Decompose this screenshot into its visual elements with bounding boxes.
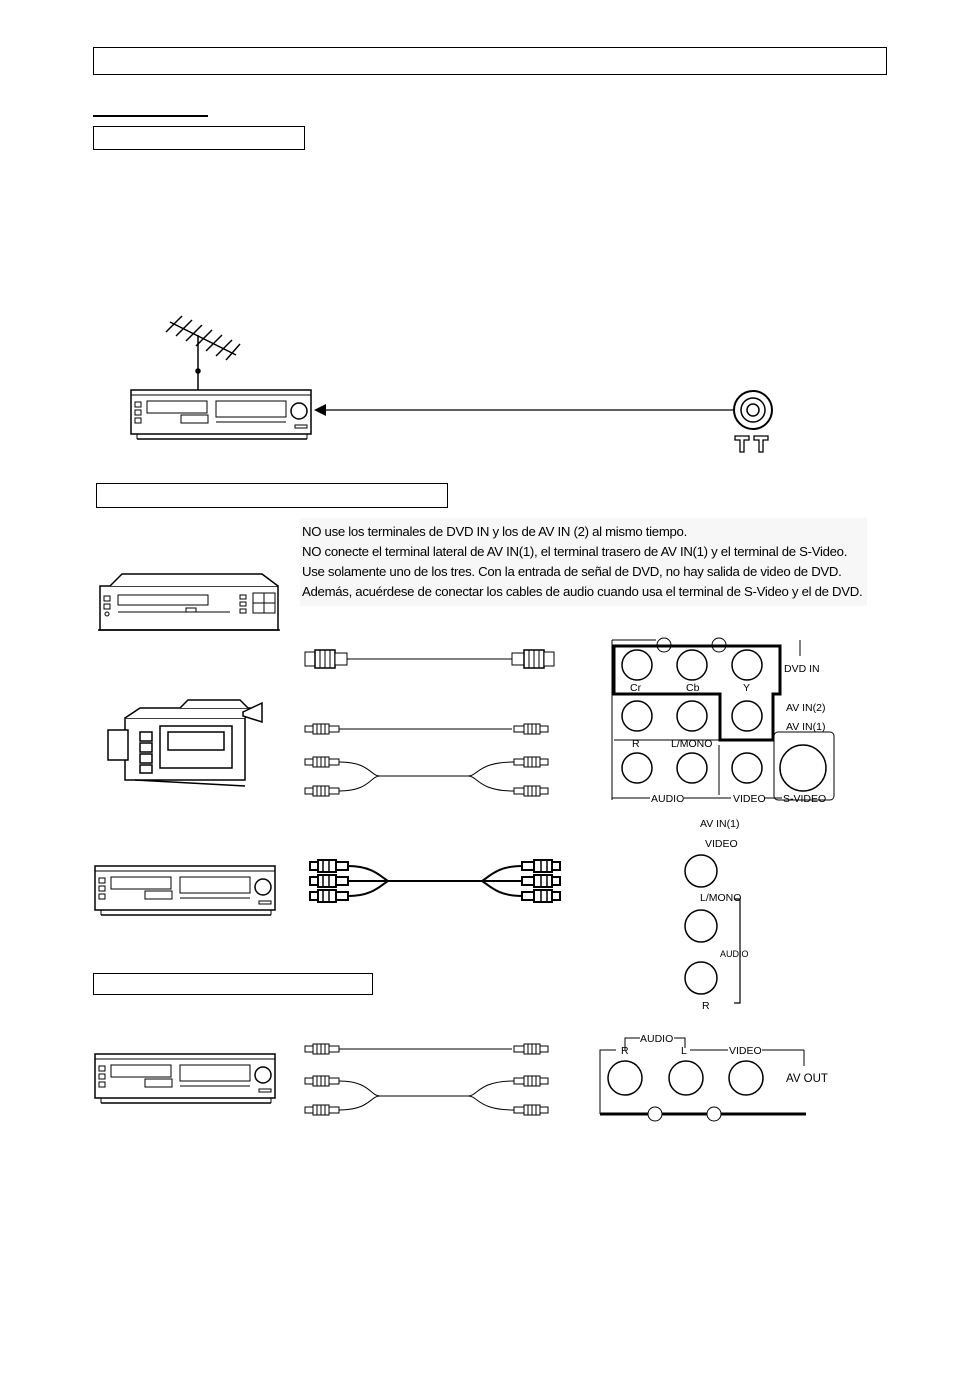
section-av-input-box [96, 483, 448, 508]
label-l-mono-rear: L/MONO [671, 738, 712, 750]
antenna-icon [165, 315, 241, 390]
note-line-3: Use solamente uno de los tres. Con la en… [302, 564, 842, 579]
antenna-socket-icon [733, 390, 773, 453]
jack-av1-r [621, 752, 653, 784]
dvd-player-icon [98, 573, 280, 631]
label-av-in1-side: AV IN(1) [700, 818, 739, 830]
av-triple-cable [309, 859, 561, 903]
section-underline [93, 115, 208, 117]
note-line-4: Además, acuérdese de conectar los cables… [302, 584, 863, 599]
jack-av2-r [621, 700, 653, 732]
jack-side-l [684, 909, 718, 943]
jack-av1-video [731, 752, 763, 784]
out-video-cable [304, 1043, 549, 1055]
note-line-1: NO use los terminales de DVD IN y los de… [302, 524, 687, 539]
vcr-input-icon [94, 865, 276, 916]
audio-cable [304, 756, 549, 797]
jack-out-video [728, 1060, 764, 1096]
header-box [93, 47, 887, 75]
label-cb: Cb [686, 682, 700, 694]
label-r-out: R [621, 1045, 629, 1057]
label-audio-out: AUDIO [640, 1033, 673, 1045]
jack-side-r [684, 961, 718, 995]
connection-notes: NO use los terminales de DVD IN y los de… [300, 518, 867, 606]
label-y: Y [743, 682, 750, 694]
video-cable [304, 723, 549, 735]
jack-av2-l [676, 700, 708, 732]
jack-out-r [607, 1060, 643, 1096]
jack-av1-l [676, 752, 708, 784]
jack-out-l [668, 1060, 704, 1096]
arrow-icon [314, 404, 326, 416]
vcr-output-icon [94, 1053, 276, 1104]
out-audio-cable [304, 1075, 549, 1116]
label-av-out: AV OUT [786, 1073, 828, 1085]
label-r-side: R [702, 1000, 710, 1012]
av-out-panel [599, 1037, 806, 1122]
rear-panel [611, 637, 835, 801]
jack-y [731, 649, 763, 681]
section-antenna-box [93, 126, 305, 150]
jack-av2-video [731, 700, 763, 732]
jack-side-video [684, 854, 718, 888]
label-av-in2: AV IN(2) [786, 702, 825, 714]
label-cr: Cr [630, 682, 642, 694]
label-video-side: VIDEO [705, 838, 738, 850]
label-video-rear: VIDEO [733, 793, 766, 805]
label-dvd-in: DVD IN [784, 663, 820, 675]
label-l-out: L [681, 1045, 687, 1057]
label-l-mono-side: L/MONO [700, 892, 741, 904]
note-line-2: NO conecte el terminal lateral de AV IN(… [302, 544, 848, 559]
label-s-video: S-VIDEO [783, 793, 826, 805]
jack-s-video [779, 744, 827, 792]
jack-cr [621, 649, 653, 681]
side-panel [684, 854, 741, 1004]
label-audio-rear: AUDIO [651, 793, 684, 805]
label-av-in1-rear: AV IN(1) [786, 721, 825, 733]
label-video-out: VIDEO [729, 1045, 762, 1057]
vcr-antenna-icon [130, 389, 312, 440]
s-video-cable [304, 649, 555, 669]
label-r-rear: R [632, 738, 640, 750]
camcorder-icon [107, 699, 263, 787]
section-av-output-box [93, 973, 373, 995]
label-audio-side: AUDIO [720, 949, 749, 959]
jack-cb [676, 649, 708, 681]
